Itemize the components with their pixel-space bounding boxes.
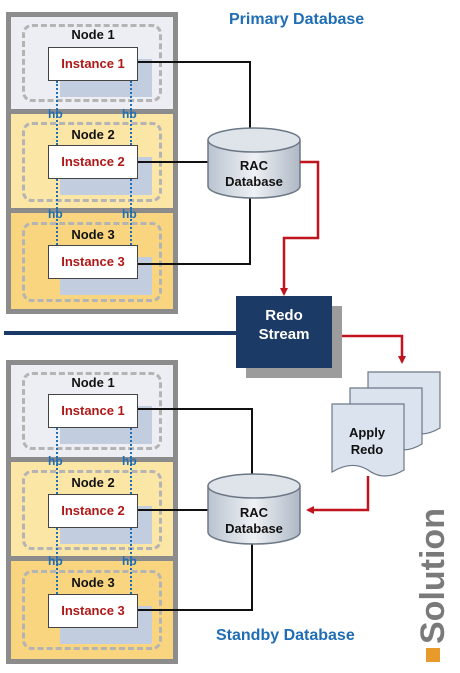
standby-heartbeat-line-left-2 — [56, 528, 58, 594]
standby-connector-instance-3 — [138, 542, 253, 611]
standby-hb-label-3: hb — [48, 554, 63, 568]
standby-heartbeat-line-left-1 — [56, 428, 58, 494]
primary-db-line-2: Database — [225, 174, 283, 189]
primary-db-line-1: RAC — [239, 158, 269, 173]
arrow-primary-to-redo — [280, 160, 320, 296]
primary-instance-1: Instance 1 — [48, 47, 138, 81]
apply-redo-label: Apply Redo — [334, 424, 400, 458]
primary-hb-label-3: hb — [48, 207, 63, 221]
standby-node-3-label: Node 3 — [71, 575, 115, 590]
primary-instance-3: Instance 3 — [48, 245, 138, 279]
primary-hb-label-2: hb — [122, 107, 137, 121]
arrow-apply-to-standby — [306, 476, 370, 514]
standby-db-line-2: Database — [225, 521, 283, 536]
standby-database-title: Standby Database — [216, 627, 355, 644]
standby-node-1-label: Node 1 — [71, 375, 115, 390]
standby-connector-instance-1 — [138, 408, 253, 482]
primary-connector-instance-3 — [138, 196, 251, 265]
redo-stream-line-1: Redo — [265, 307, 303, 324]
primary-node-3-boundary — [22, 222, 162, 302]
arrow-redo-to-apply — [332, 334, 406, 364]
standby-db-line-1: RAC — [239, 505, 269, 520]
standby-heartbeat-line-right-2 — [130, 528, 132, 594]
primary-rac-database-cylinder — [207, 127, 301, 199]
standby-instance-3: Instance 3 — [48, 594, 138, 628]
primary-node-3-label: Node 3 — [71, 227, 115, 242]
primary-rac-database-label: RAC Database — [214, 158, 294, 190]
primary-instance-2: Instance 2 — [48, 145, 138, 179]
primary-hb-label-4: hb — [122, 207, 137, 221]
brand-logo-mark — [426, 648, 440, 662]
primary-hb-label-1: hb — [48, 107, 63, 121]
standby-heartbeat-line-right-1 — [130, 428, 132, 494]
primary-connector-instance-1 — [138, 61, 251, 136]
redo-stream-line-2: Stream — [258, 326, 310, 343]
standby-instance-2: Instance 2 — [48, 494, 138, 528]
primary-database-title: Primary Database — [229, 11, 365, 28]
primary-heartbeat-line-right-2 — [130, 179, 132, 245]
standby-instance-1: Instance 1 — [48, 394, 138, 428]
primary-heartbeat-line-right-1 — [130, 81, 132, 145]
apply-redo-documents — [331, 371, 441, 477]
primary-heartbeat-line-left-2 — [56, 179, 58, 245]
standby-rac-database-cylinder — [207, 473, 301, 545]
primary-node-1-label: Node 1 — [71, 27, 115, 42]
standby-hb-label-1: hb — [48, 454, 63, 468]
apply-redo-line-2: Redo — [350, 442, 384, 457]
redo-stream-box: Redo Stream — [236, 296, 332, 368]
standby-hb-label-2: hb — [122, 454, 137, 468]
standby-hb-label-4: hb — [122, 554, 137, 568]
primary-node-2-label: Node 2 — [71, 127, 115, 142]
standby-node-2-label: Node 2 — [71, 475, 115, 490]
brand-watermark: Solution — [414, 508, 452, 644]
standby-rac-database-label: RAC Database — [214, 505, 294, 537]
primary-heartbeat-line-left-1 — [56, 81, 58, 145]
apply-redo-line-1: Apply — [348, 425, 386, 440]
standby-node-1-boundary — [22, 372, 162, 450]
